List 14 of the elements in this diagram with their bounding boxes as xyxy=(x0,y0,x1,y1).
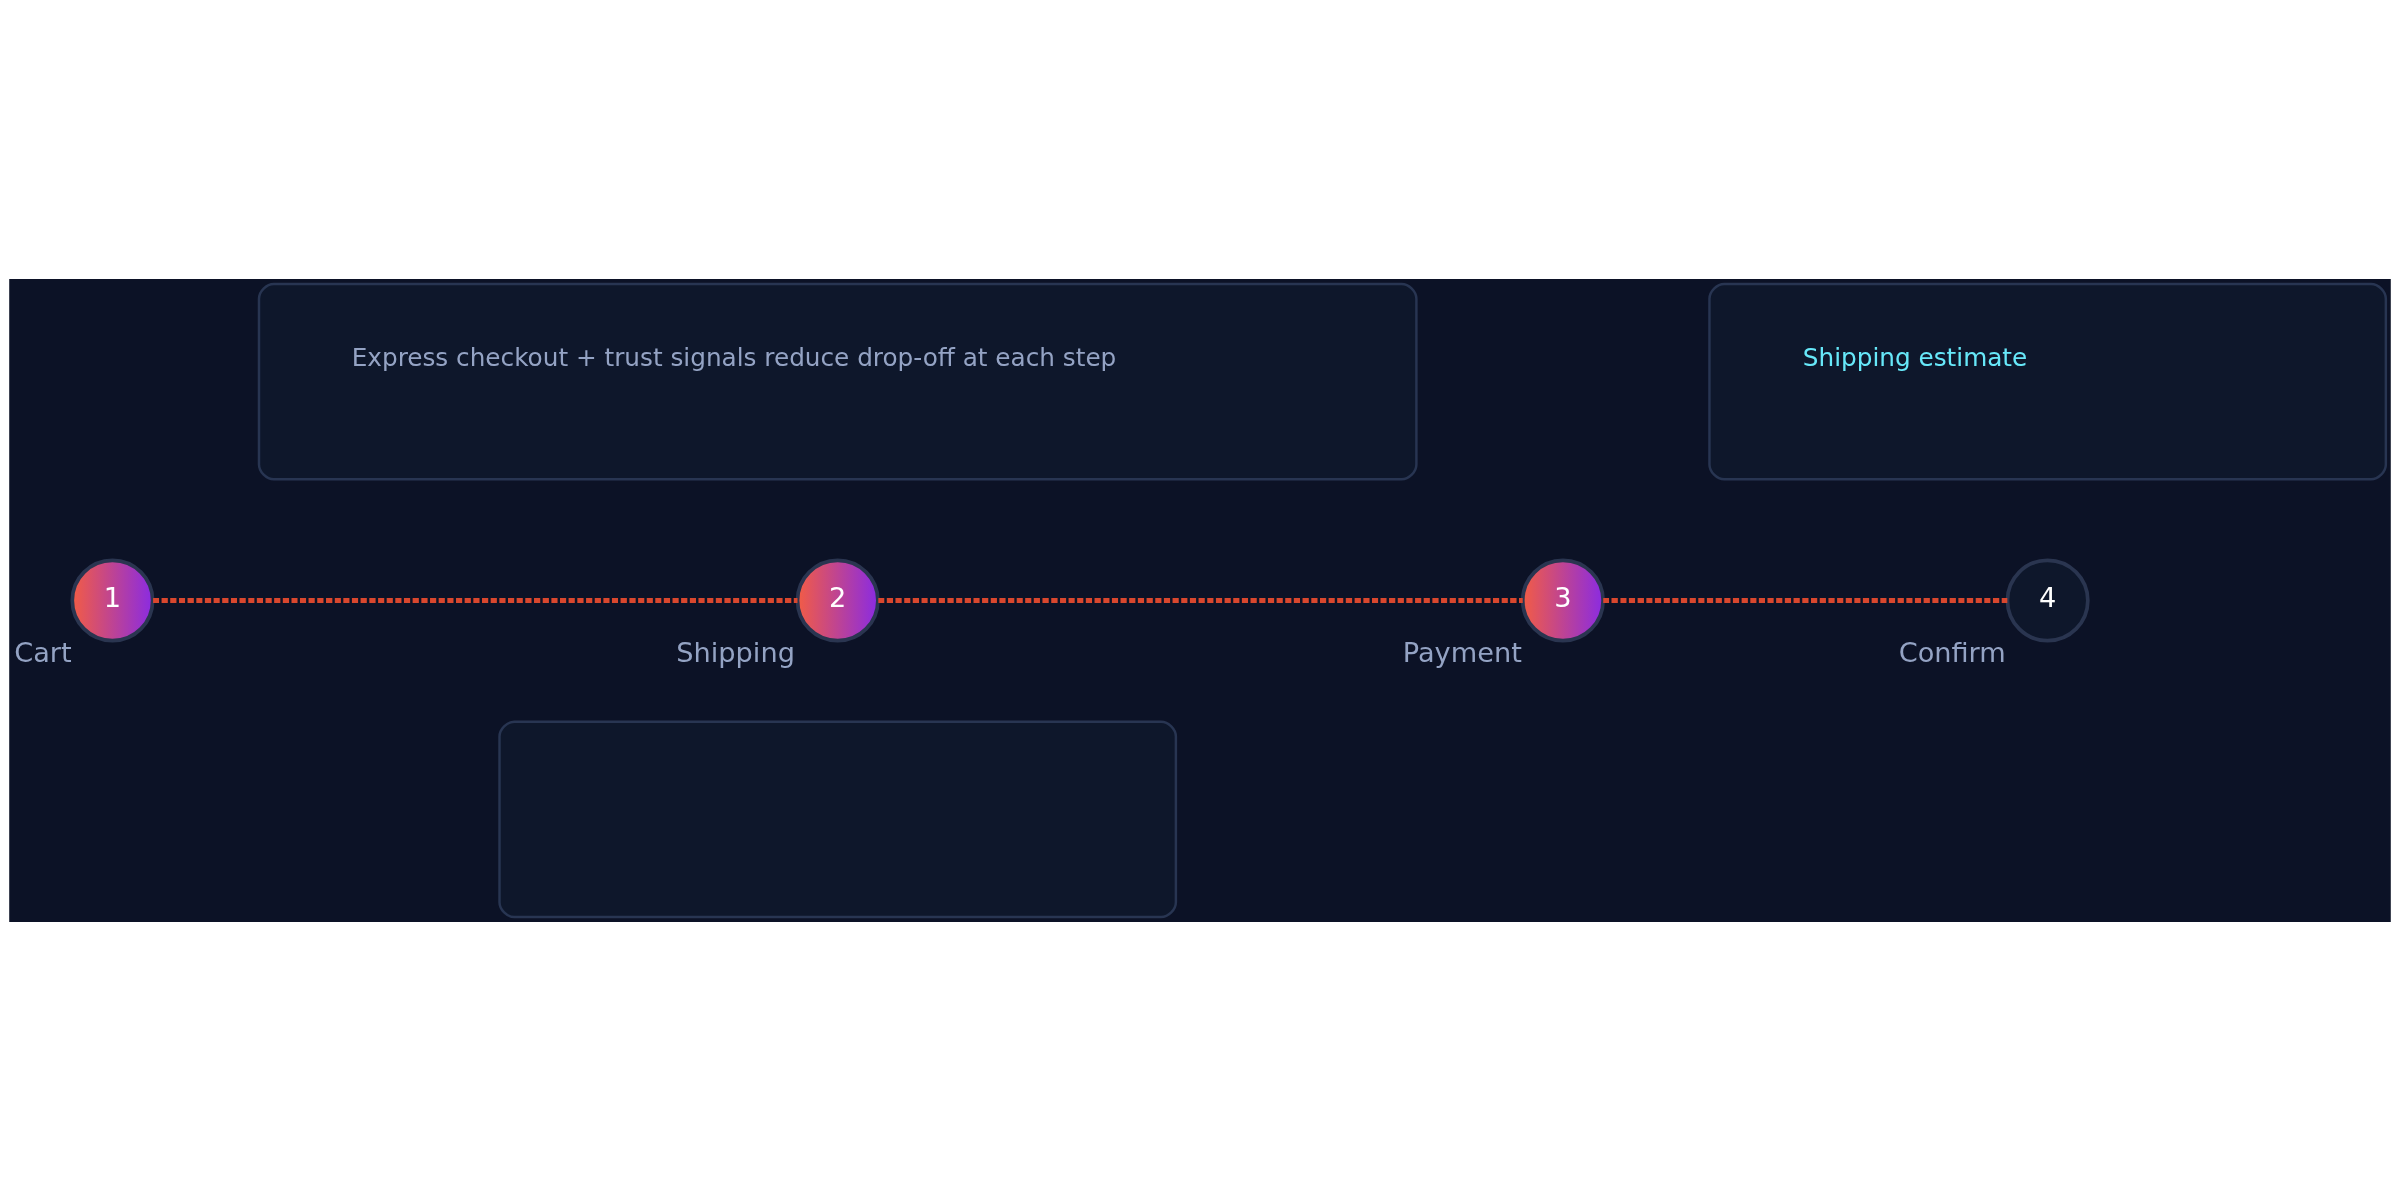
node-circle: 4 xyxy=(2005,557,2090,643)
node-box: Shipping estimate xyxy=(1708,282,2388,481)
connector xyxy=(153,597,798,603)
node-circle: 1 xyxy=(70,557,155,643)
node-label: Confirm xyxy=(1898,636,2006,668)
node-box xyxy=(498,719,1178,918)
connector xyxy=(1603,597,2008,603)
node-label: Shipping xyxy=(676,636,795,668)
node-label: Cart xyxy=(14,636,72,668)
connector xyxy=(878,597,1523,603)
node-box: Express checkout + trust signals reduce drop-off at each step xyxy=(257,282,1418,481)
node-circle: 2 xyxy=(795,557,880,643)
node-label: Payment xyxy=(1402,636,1522,668)
node-circle: 3 xyxy=(1520,557,1605,643)
